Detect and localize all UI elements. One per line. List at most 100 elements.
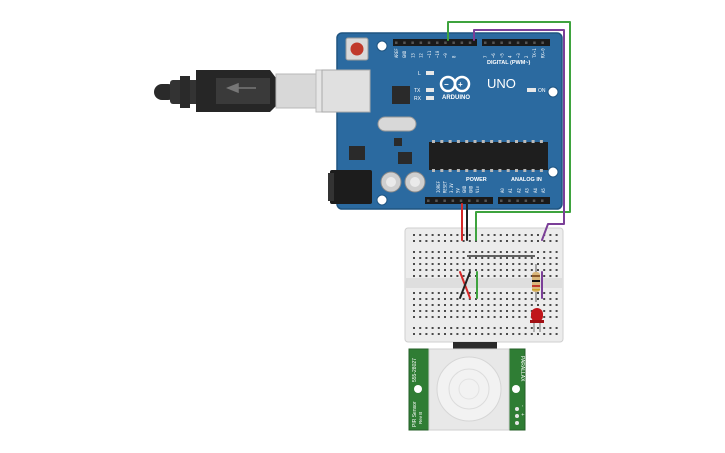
breadboard-hole[interactable]	[419, 251, 422, 253]
breadboard-hole[interactable]	[437, 292, 440, 294]
breadboard-hole[interactable]	[555, 234, 558, 236]
breadboard-hole[interactable]	[499, 333, 502, 335]
breadboard-hole[interactable]	[518, 298, 521, 300]
breadboard-hole[interactable]	[462, 304, 465, 306]
header-hole[interactable]	[444, 41, 447, 45]
breadboard-hole[interactable]	[456, 316, 459, 318]
breadboard-hole[interactable]	[524, 275, 527, 277]
header-hole[interactable]	[427, 41, 431, 45]
header-hole[interactable]	[500, 41, 503, 45]
breadboard-hole[interactable]	[468, 269, 471, 271]
header-hole[interactable]	[516, 199, 519, 203]
breadboard-hole[interactable]	[549, 333, 552, 335]
header-hole[interactable]	[516, 41, 520, 45]
breadboard-hole[interactable]	[487, 240, 490, 242]
breadboard-hole[interactable]	[481, 251, 484, 253]
breadboard-hole[interactable]	[450, 333, 453, 335]
breadboard-hole[interactable]	[512, 240, 515, 242]
breadboard-hole[interactable]	[549, 240, 552, 242]
breadboard-hole[interactable]	[549, 269, 552, 271]
breadboard-hole[interactable]	[549, 316, 552, 318]
header-hole[interactable]	[524, 199, 528, 203]
breadboard-hole[interactable]	[437, 304, 440, 306]
breadboard-hole[interactable]	[543, 298, 546, 300]
breadboard-hole[interactable]	[456, 292, 459, 294]
breadboard-hole[interactable]	[524, 310, 527, 312]
breadboard-hole[interactable]	[425, 240, 428, 242]
breadboard-hole[interactable]	[481, 275, 484, 277]
breadboard-hole[interactable]	[530, 257, 533, 259]
breadboard-hole[interactable]	[468, 240, 471, 242]
breadboard-hole[interactable]	[468, 275, 471, 277]
breadboard-hole[interactable]	[543, 240, 546, 242]
breadboard-hole[interactable]	[512, 327, 515, 329]
breadboard-hole[interactable]	[512, 263, 515, 265]
breadboard-hole[interactable]	[437, 234, 440, 236]
breadboard-hole[interactable]	[530, 327, 533, 329]
breadboard-hole[interactable]	[413, 310, 415, 312]
breadboard-hole[interactable]	[530, 333, 533, 335]
breadboard-hole[interactable]	[450, 292, 453, 294]
breadboard-hole[interactable]	[524, 316, 527, 318]
breadboard-hole[interactable]	[555, 269, 558, 271]
breadboard-hole[interactable]	[456, 327, 459, 329]
breadboard-hole[interactable]	[450, 234, 453, 236]
breadboard-hole[interactable]	[425, 298, 428, 300]
breadboard-hole[interactable]	[493, 304, 496, 306]
breadboard-hole[interactable]	[506, 310, 508, 312]
header-hole[interactable]	[500, 199, 503, 203]
breadboard-hole[interactable]	[419, 304, 422, 306]
breadboard-hole[interactable]	[487, 275, 490, 277]
breadboard-hole[interactable]	[499, 269, 502, 271]
breadboard-hole[interactable]	[487, 310, 490, 312]
breadboard-hole[interactable]	[512, 316, 515, 318]
breadboard-hole[interactable]	[431, 234, 434, 236]
breadboard-hole[interactable]	[450, 316, 453, 318]
breadboard-hole[interactable]	[468, 310, 471, 312]
breadboard-hole[interactable]	[530, 251, 533, 253]
breadboard-hole[interactable]	[431, 263, 434, 265]
breadboard-hole[interactable]	[512, 269, 515, 271]
breadboard-hole[interactable]	[437, 310, 440, 312]
header-hole[interactable]	[541, 199, 544, 203]
header-hole[interactable]	[411, 41, 414, 45]
breadboard-hole[interactable]	[481, 234, 484, 236]
breadboard-hole[interactable]	[437, 257, 440, 259]
breadboard-hole[interactable]	[444, 304, 446, 306]
header-hole[interactable]	[484, 199, 487, 203]
breadboard-hole[interactable]	[549, 327, 552, 329]
breadboard-hole[interactable]	[512, 304, 515, 306]
breadboard-hole[interactable]	[413, 234, 415, 236]
breadboard-hole[interactable]	[444, 316, 446, 318]
breadboard-hole[interactable]	[506, 251, 508, 253]
breadboard-hole[interactable]	[487, 316, 490, 318]
breadboard-hole[interactable]	[549, 304, 552, 306]
header-hole[interactable]	[468, 199, 471, 203]
breadboard-hole[interactable]	[506, 275, 508, 277]
breadboard-hole[interactable]	[499, 316, 502, 318]
breadboard-hole[interactable]	[468, 304, 471, 306]
breadboard-hole[interactable]	[431, 292, 434, 294]
breadboard-hole[interactable]	[543, 269, 546, 271]
breadboard-hole[interactable]	[518, 251, 521, 253]
breadboard-hole[interactable]	[493, 263, 496, 265]
breadboard-hole[interactable]	[450, 304, 453, 306]
breadboard-hole[interactable]	[456, 251, 459, 253]
breadboard-hole[interactable]	[555, 316, 558, 318]
breadboard-hole[interactable]	[518, 257, 521, 259]
breadboard-hole[interactable]	[493, 234, 496, 236]
header-hole[interactable]	[533, 41, 536, 45]
breadboard-hole[interactable]	[456, 269, 459, 271]
breadboard-hole[interactable]	[413, 269, 415, 271]
breadboard-hole[interactable]	[468, 292, 471, 294]
breadboard-hole[interactable]	[437, 240, 440, 242]
breadboard-hole[interactable]	[456, 333, 459, 335]
breadboard-hole[interactable]	[419, 298, 422, 300]
breadboard-hole[interactable]	[481, 304, 484, 306]
breadboard-hole[interactable]	[555, 251, 558, 253]
breadboard-hole[interactable]	[481, 298, 484, 300]
breadboard-hole[interactable]	[493, 269, 496, 271]
breadboard-hole[interactable]	[555, 275, 558, 277]
breadboard-hole[interactable]	[518, 327, 521, 329]
breadboard-hole[interactable]	[462, 333, 465, 335]
